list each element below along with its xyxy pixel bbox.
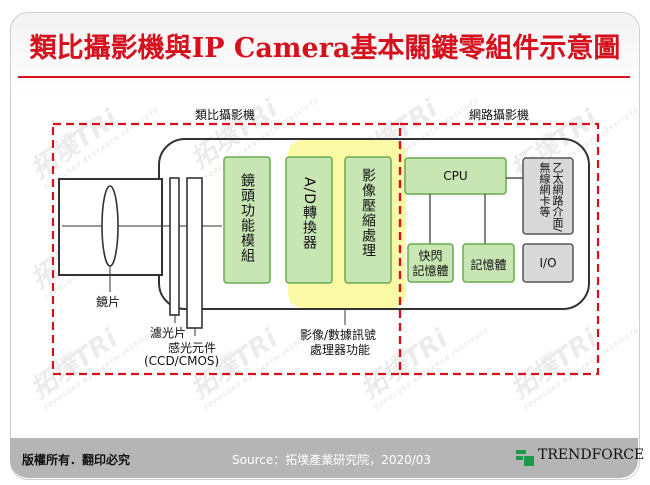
sensor-label: 感光元件 [168, 341, 217, 355]
title-rule [18, 76, 630, 78]
sensor-shape [186, 177, 203, 329]
flash-memory-label-line2: 記憶體 [412, 264, 449, 278]
analog-section-label: 類比攝影機 [195, 108, 256, 122]
filter-label: 濾光片 [150, 326, 187, 340]
lens-module-label: 鏡頭功能模組 [239, 173, 255, 263]
compress-label: 影像壓縮處理 [360, 168, 376, 258]
processor-label-line1: 影像/數據訊號 [300, 328, 377, 342]
memory-label: 記憶體 [470, 258, 507, 272]
network-section-box [398, 122, 600, 376]
flash-memory-label-line1: 快閃 [418, 249, 443, 263]
network-iface-box [522, 157, 574, 235]
page-title: 類比攝影機與IP Camera基本關鍵零組件示意圖 [29, 33, 621, 64]
io-box [522, 243, 574, 283]
network-iface-label: 乙太網路介面/無線網卡等 [538, 162, 564, 232]
io-label: I/O [539, 256, 557, 270]
cpu-box [404, 157, 507, 195]
lens-label: 鏡片 [96, 295, 121, 309]
copyright-text: 版權所有．翻印必究 [22, 453, 131, 467]
brand-name: TRENDFORCE [538, 447, 645, 463]
adc-box [285, 156, 333, 284]
network-section-label: 網路攝影機 [469, 108, 530, 122]
memory-box [462, 243, 515, 283]
lens-module-box [223, 156, 271, 284]
adc-label: A/D轉換器 [301, 177, 317, 251]
lens-shape [101, 185, 119, 267]
compress-box [344, 156, 392, 284]
source-text: Source：拓墣產業研究院，2020/03 [232, 453, 432, 467]
sensor-note: (CCD/CMOS) [144, 354, 220, 368]
processor-label-line2: 處理器功能 [310, 343, 371, 357]
flash-memory-box [407, 243, 454, 283]
brand-mark-icon [516, 450, 534, 466]
filter-shape [169, 177, 180, 316]
brand-logo: TRENDFORCE [516, 444, 644, 470]
cpu-label: CPU [443, 169, 468, 183]
